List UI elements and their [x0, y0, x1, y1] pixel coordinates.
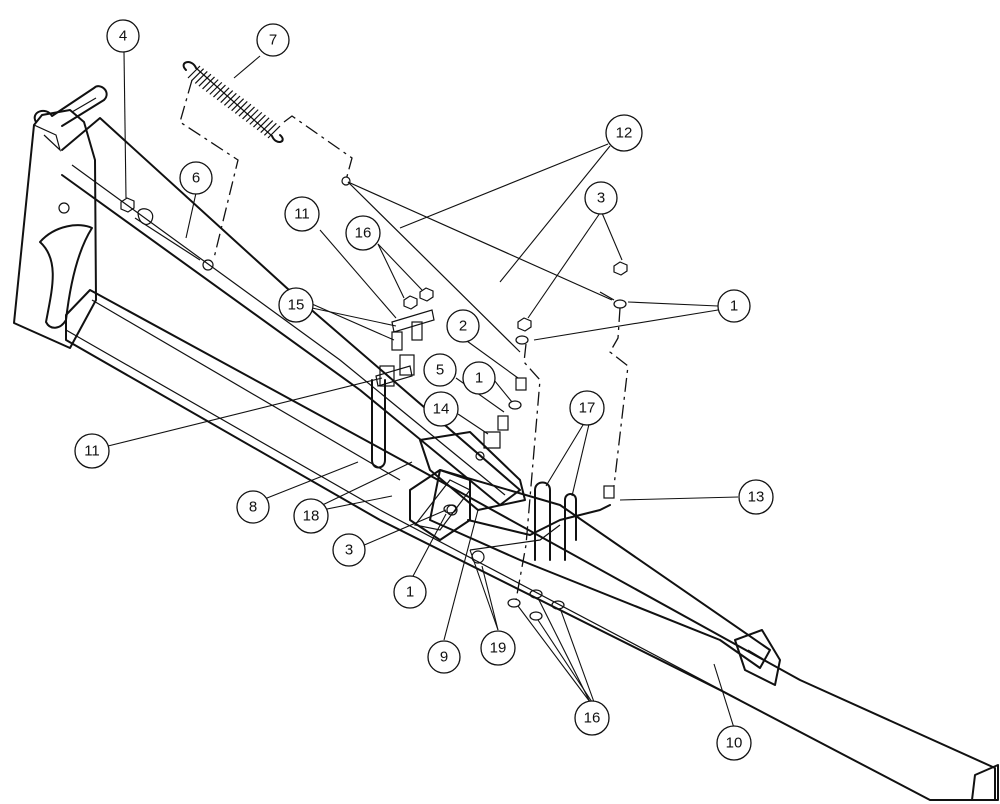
callout-label: 16 [584, 710, 601, 727]
callout-label: 5 [436, 362, 444, 379]
callout-label: 15 [288, 297, 305, 314]
callout-7: 7 [256, 23, 290, 57]
callout-label: 13 [748, 489, 765, 506]
callout-label: 1 [730, 298, 738, 315]
callout-3-lower: 3 [332, 533, 366, 567]
u-bolts [371, 379, 577, 561]
callout-label: 8 [249, 499, 257, 516]
callout-10: 10 [716, 725, 752, 761]
callout-15: 15 [278, 287, 314, 323]
leader-lines [107, 51, 739, 729]
main-frame [13, 85, 999, 801]
callout-5: 5 [423, 353, 457, 387]
callout-1-right: 1 [717, 289, 751, 323]
tube-end [971, 764, 999, 801]
callout-label: 19 [490, 640, 507, 657]
upper-arm-tube [61, 117, 521, 506]
callout-1-lower: 1 [393, 575, 427, 609]
callout-label: 7 [269, 32, 277, 49]
callout-label: 11 [294, 206, 310, 223]
center-lines [179, 79, 629, 601]
callout-11-upper: 11 [284, 196, 320, 232]
callout-label: 10 [726, 735, 743, 752]
callout-label: 17 [579, 400, 596, 417]
callout-14: 14 [423, 391, 459, 427]
callout-8: 8 [236, 490, 270, 524]
callout-17: 17 [569, 390, 605, 426]
extension-spring [182, 61, 284, 143]
callout-9: 9 [427, 640, 461, 674]
curved-shoe [39, 224, 93, 329]
callout-16-upper: 16 [345, 215, 381, 251]
callout-label: 4 [119, 28, 127, 45]
pivot-pin [33, 85, 108, 127]
callout-label: 1 [475, 370, 483, 387]
pivot-hole [58, 202, 70, 214]
callout-2: 2 [446, 309, 480, 343]
callout-19: 19 [480, 630, 516, 666]
callout-6: 6 [179, 161, 213, 195]
callout-label: 1 [406, 584, 414, 601]
callout-label: 11 [84, 443, 100, 460]
callout-11-lower: 11 [74, 433, 110, 469]
callout-16-lower: 16 [574, 700, 610, 736]
callout-13: 13 [738, 479, 774, 515]
callout-label: 14 [433, 401, 450, 418]
cables [341, 176, 615, 353]
callout-label: 3 [345, 542, 353, 559]
callout-label: 16 [355, 225, 372, 242]
callout-3-upper: 3 [584, 181, 618, 215]
callout-label: 2 [459, 318, 467, 335]
callout-label: 18 [303, 508, 320, 525]
callout-4: 4 [106, 19, 140, 53]
callout-label: 9 [440, 649, 448, 666]
callout-label: 12 [616, 125, 633, 142]
callout-12: 12 [605, 114, 643, 152]
callout-1-mid: 1 [462, 361, 496, 395]
hitch-bracket [734, 629, 781, 686]
callout-label: 3 [597, 190, 605, 207]
callout-18: 18 [293, 498, 329, 534]
callout-label: 6 [192, 170, 200, 187]
hardware [120, 197, 628, 621]
